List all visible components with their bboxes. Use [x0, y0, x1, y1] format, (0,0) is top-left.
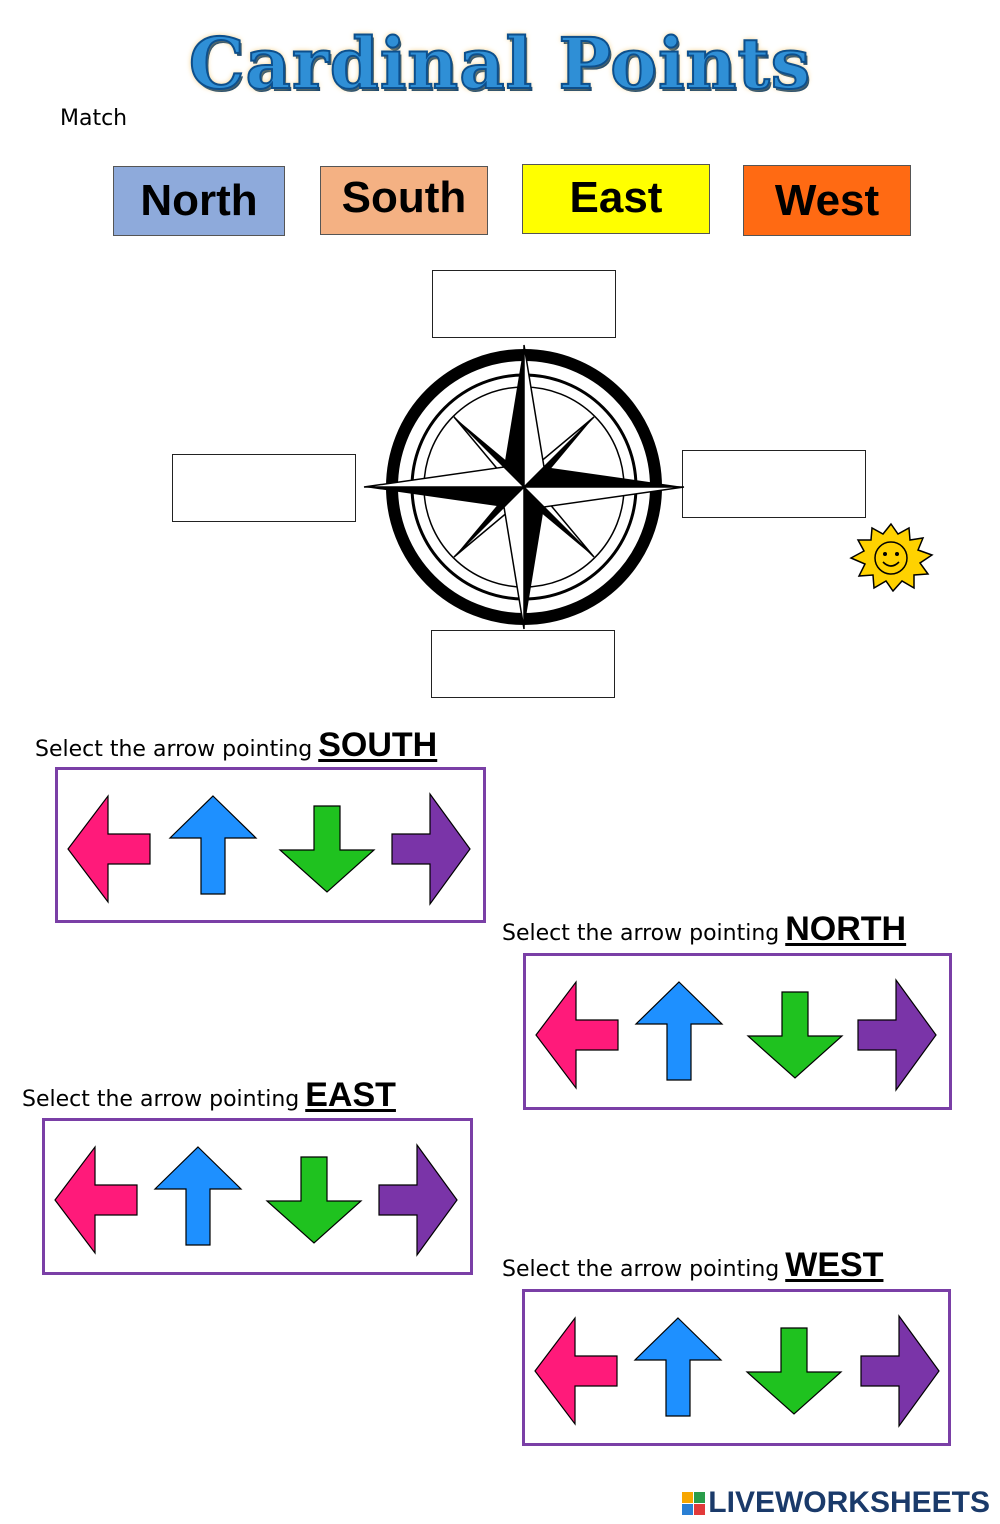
arrow-choices-west	[522, 1289, 951, 1446]
arrow-up-icon[interactable]	[633, 1316, 723, 1418]
liveworksheets-logo-icon	[682, 1491, 706, 1515]
arrow-up-icon[interactable]	[153, 1145, 243, 1247]
word-card-west[interactable]: West	[743, 165, 911, 236]
arrow-right-icon[interactable]	[859, 1314, 941, 1428]
arrow-left-icon[interactable]	[66, 794, 152, 904]
arrow-choices-east	[42, 1118, 473, 1275]
arrow-left-icon[interactable]	[533, 1316, 619, 1426]
arrow-left-icon[interactable]	[534, 980, 620, 1090]
compass-blank-right[interactable]	[682, 450, 866, 518]
brand-text: LIVEWORKSHEETS	[708, 1486, 990, 1519]
prompt-text: Select the arrow pointing	[35, 737, 313, 762]
arrow-right-icon[interactable]	[377, 1143, 459, 1257]
arrow-up-icon[interactable]	[634, 980, 724, 1082]
arrow-up-icon[interactable]	[168, 794, 258, 896]
prompt-text: Select the arrow pointing	[22, 1087, 300, 1112]
sun-icon	[849, 522, 934, 592]
arrow-down-icon[interactable]	[745, 1326, 843, 1416]
direction-east-label: EAST	[305, 1076, 396, 1114]
prompt-text: Select the arrow pointing	[502, 921, 780, 946]
compass-blank-top[interactable]	[432, 270, 616, 338]
instruction-label: Match	[60, 106, 128, 131]
arrow-down-icon[interactable]	[278, 804, 376, 894]
direction-south-label: SOUTH	[318, 726, 438, 764]
liveworksheets-logo: LIVEWORKSHEETS	[682, 1486, 990, 1520]
word-card-south[interactable]: South	[320, 166, 488, 235]
prompt-text: Select the arrow pointing	[502, 1257, 780, 1282]
arrow-right-icon[interactable]	[856, 978, 938, 1092]
direction-west-label: WEST	[785, 1246, 884, 1284]
worksheet-title: Cardinal Points	[188, 21, 812, 106]
arrow-down-icon[interactable]	[746, 990, 844, 1080]
compass-rose-icon	[363, 344, 685, 630]
compass-blank-bottom[interactable]	[431, 630, 615, 698]
arrow-left-icon[interactable]	[53, 1145, 139, 1255]
compass-blank-left[interactable]	[172, 454, 356, 522]
word-card-north[interactable]: North	[113, 166, 285, 236]
arrow-right-icon[interactable]	[390, 792, 472, 906]
word-card-east[interactable]: East	[522, 164, 710, 234]
arrow-choices-north	[523, 953, 952, 1110]
arrow-down-icon[interactable]	[265, 1155, 363, 1245]
arrow-choices-south	[55, 767, 486, 923]
direction-north-label: NORTH	[785, 910, 907, 948]
